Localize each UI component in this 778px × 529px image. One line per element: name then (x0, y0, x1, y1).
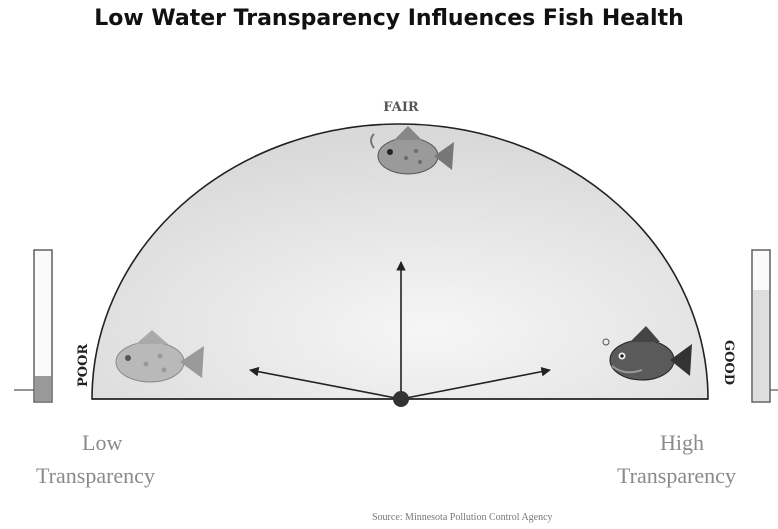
high-transparency-line2: Transparency (617, 463, 736, 488)
high-transparency-label-2: Transparency (617, 460, 736, 492)
low-transparency-label-2: Transparency (36, 460, 155, 492)
fish-poor-icon (115, 330, 204, 383)
low-transparency-line1: Low (82, 430, 123, 455)
poor-label: POOR (76, 344, 91, 387)
transparency-tube-low-icon (14, 249, 53, 403)
source-note: Source: Minnesota Pollution Control Agen… (372, 512, 553, 523)
low-transparency-label: Low (82, 427, 122, 459)
arrow-good (400, 366, 551, 400)
fair-label: FAIR (383, 100, 419, 115)
good-label: GOOD (721, 340, 736, 385)
transparency-tube-high-icon (751, 249, 778, 403)
page-title: Low Water Transparency Influences Fish H… (94, 6, 684, 31)
fish-good-icon (602, 326, 692, 381)
low-transparency-line2: Transparency (36, 463, 155, 488)
pivot-dot (393, 391, 409, 407)
fish-fair-icon (370, 126, 454, 175)
arrow-poor (249, 366, 402, 400)
high-transparency-line1: High (660, 430, 704, 455)
high-transparency-label: High (660, 427, 704, 459)
